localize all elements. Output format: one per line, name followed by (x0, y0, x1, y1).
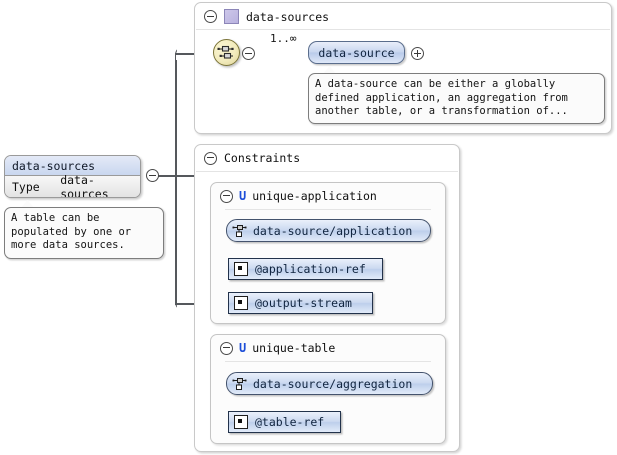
minus-circle-icon[interactable] (204, 151, 217, 165)
root-type-row-label: Type (12, 179, 40, 194)
field-box-application-ref[interactable]: @application-ref (228, 258, 383, 280)
selector-label: data-source/application (253, 223, 413, 238)
root-type-row: Type data-sources (5, 172, 140, 198)
constraints-panel-title: Constraints (224, 151, 301, 165)
connector-trunk-vertical (175, 60, 177, 305)
field-label: @output-stream (255, 296, 352, 310)
minus-circle-icon[interactable] (204, 10, 217, 23)
group-divider (225, 209, 431, 210)
connector-branch-bottom (175, 303, 205, 305)
field-label: @application-ref (255, 262, 366, 276)
minus-circle-icon[interactable] (242, 47, 255, 60)
data-sources-panel-title: data-sources (246, 9, 330, 24)
element-expand-icon[interactable] (411, 47, 424, 63)
constraint-group-title: unique-application (252, 189, 377, 203)
root-type-collapse-icon[interactable] (146, 169, 159, 185)
elbow-mask-top (176, 46, 190, 53)
selector-box-data-source-aggregation[interactable]: data-source/aggregation (226, 372, 433, 395)
selector-label: data-source/aggregation (253, 376, 413, 391)
field-box-output-stream[interactable]: @output-stream (228, 292, 373, 314)
selector-node-icon (232, 224, 247, 238)
selector-node-icon (232, 377, 247, 391)
root-type-row-value: data-sources (60, 172, 109, 198)
elbow-mask-bottom (176, 304, 190, 312)
attribute-icon (234, 415, 248, 429)
connector-trunk-horizontal (157, 175, 197, 177)
selector-box-data-source-application[interactable]: data-source/application (226, 219, 431, 242)
minus-circle-icon[interactable] (220, 341, 233, 355)
panel-divider (196, 29, 610, 30)
attribute-icon (234, 296, 248, 310)
unique-marker-icon: U (239, 189, 247, 203)
element-box-data-source[interactable]: data-source (308, 41, 405, 64)
root-doc-bubble: A table can be populated by one or more … (4, 207, 164, 259)
element-doc-bubble: A data-source can be either a globally d… (308, 73, 605, 124)
constraint-group-title: unique-table (252, 341, 336, 355)
cardinality-label: 1..∞ (270, 32, 297, 45)
sequence-collapse-icon[interactable] (242, 47, 255, 63)
constraint-group-header[interactable]: U unique-table (220, 341, 335, 355)
field-box-table-ref[interactable]: @table-ref (228, 411, 341, 433)
root-type-title: data-sources (5, 156, 140, 176)
attribute-icon (234, 262, 248, 276)
group-divider (225, 361, 431, 362)
unique-marker-icon: U (239, 341, 247, 355)
minus-circle-icon[interactable] (220, 189, 233, 203)
element-label: data-source (318, 45, 395, 60)
sequence-icon[interactable] (213, 39, 240, 66)
minus-circle-icon[interactable] (146, 169, 159, 182)
constraints-panel-header[interactable]: Constraints (204, 151, 300, 165)
constraint-group-header[interactable]: U unique-application (220, 189, 377, 203)
data-sources-panel-header[interactable]: data-sources (204, 9, 329, 24)
panel-divider (196, 171, 458, 172)
schema-square-icon (224, 9, 239, 24)
root-type-box[interactable]: data-sources Type data-sources (4, 155, 141, 198)
plus-circle-icon[interactable] (411, 47, 424, 60)
field-label: @table-ref (255, 415, 325, 429)
